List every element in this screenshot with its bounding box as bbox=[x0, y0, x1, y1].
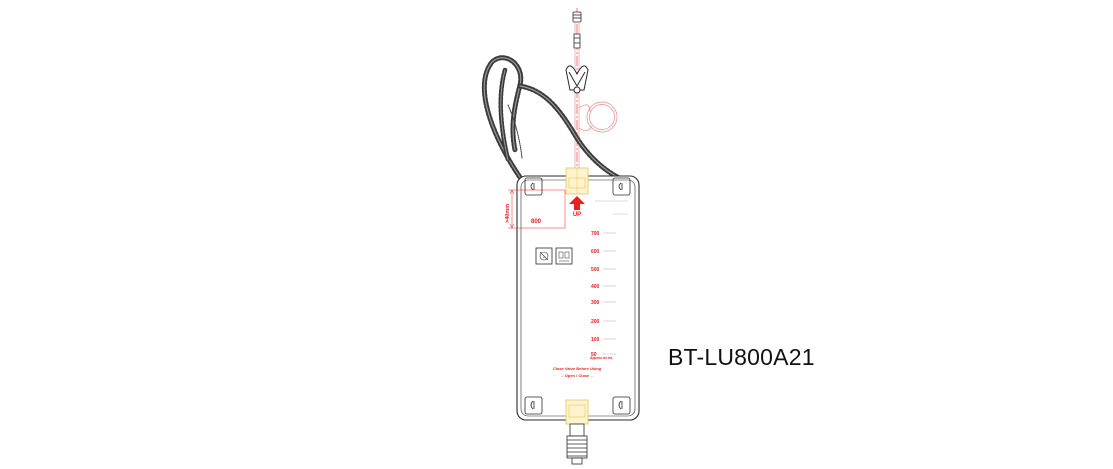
inlet-tube bbox=[574, 22, 580, 170]
scale-label: 400 bbox=[591, 284, 600, 290]
approx-label: Approx.ml.ml. bbox=[590, 356, 613, 360]
tube-coil bbox=[578, 101, 618, 133]
capacity-label: 800 bbox=[531, 219, 542, 225]
sterile-symbol-icon: 2 bbox=[535, 247, 553, 265]
clamp-icon bbox=[565, 65, 589, 94]
scale-label: 200 bbox=[591, 319, 600, 325]
scale-top-lines bbox=[595, 200, 628, 215]
dimension-label: >40mm bbox=[505, 204, 511, 223]
scale-label: 50 bbox=[591, 352, 597, 358]
strap-icon bbox=[481, 55, 631, 186]
corner-holes bbox=[524, 177, 631, 415]
drain-valve-icon bbox=[566, 423, 588, 465]
svg-text:2: 2 bbox=[543, 255, 545, 259]
scale-label: 100 bbox=[591, 337, 600, 343]
top-connector-icon bbox=[572, 11, 582, 49]
manufacturer-symbol-icon bbox=[555, 247, 573, 265]
model-code: BT-LU800A21 bbox=[668, 344, 815, 370]
dimension-annotation bbox=[508, 189, 566, 229]
scale-label: 600 bbox=[591, 249, 600, 255]
up-arrow-icon bbox=[569, 196, 585, 210]
scale-label: 700 bbox=[591, 231, 600, 237]
graduation-scale: 700 600 500 400 300 200 100 50 bbox=[591, 231, 616, 358]
bottom-port bbox=[565, 399, 589, 425]
top-port bbox=[565, 167, 589, 195]
scale-label: 500 bbox=[591, 267, 600, 273]
scale-label: 300 bbox=[591, 300, 600, 306]
instruction-line-1: Close Valve Before Using bbox=[553, 366, 602, 371]
up-label: UP bbox=[573, 212, 581, 218]
instruction-line-2: → Open / Close ← bbox=[560, 373, 595, 378]
